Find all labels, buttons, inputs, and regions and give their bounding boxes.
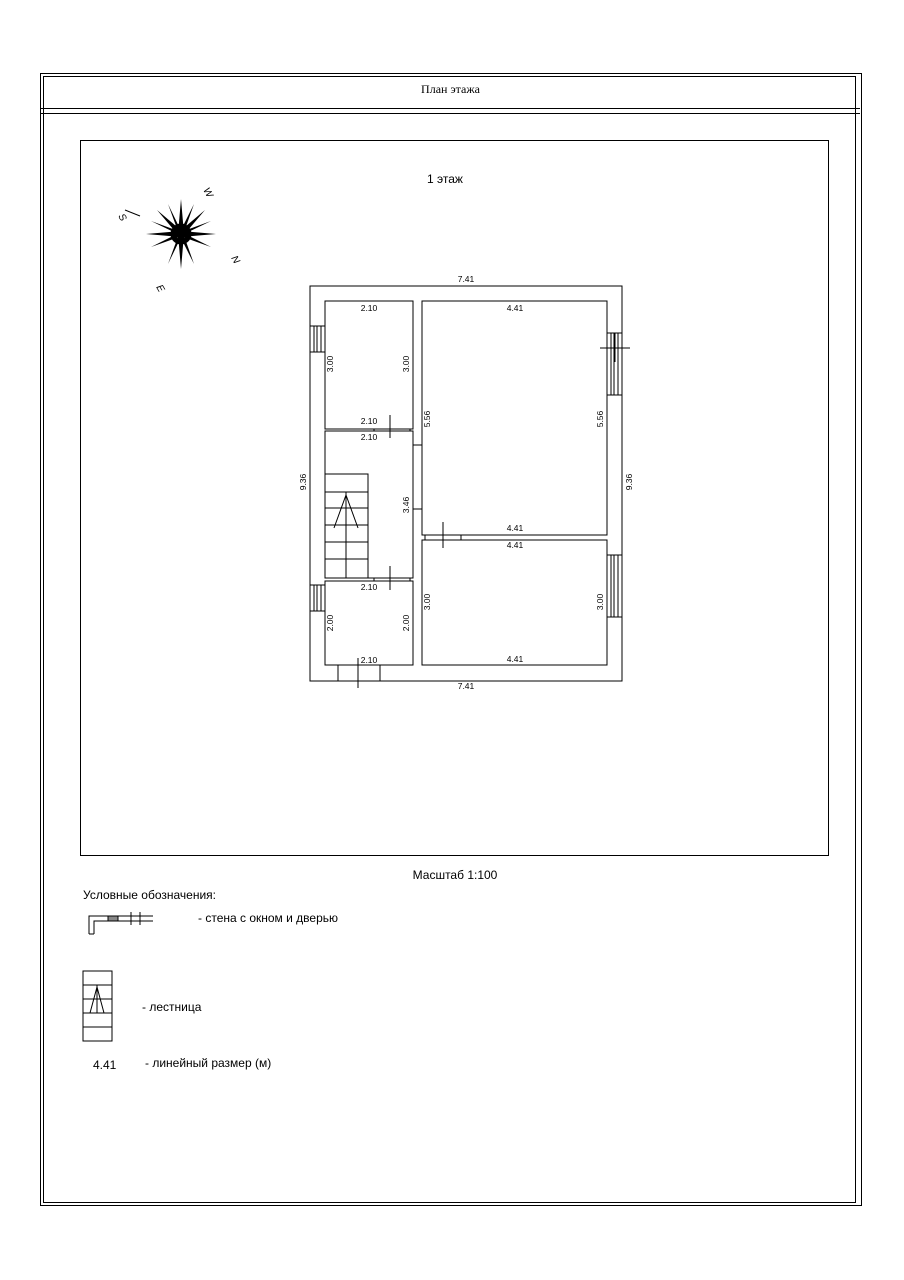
dim-room4-top: 4.41 (507, 540, 524, 550)
page-title: План этажа (421, 82, 480, 96)
legend-dim-sample: 4.41 (93, 1058, 117, 1072)
scale-label: Масштаб 1:100 (412, 868, 498, 882)
door-right-top (600, 333, 630, 362)
stairs (324, 473, 369, 579)
dim-room3-bottom: 2.10 (361, 655, 378, 665)
compass-e-label: E (153, 283, 166, 295)
entrance-door (337, 658, 381, 688)
floor-label: 1 этаж (427, 172, 463, 186)
dim-left-total: 9.36 (298, 473, 308, 490)
compass-n-label: N (228, 254, 242, 266)
dim-room4-bottom: 4.41 (507, 654, 524, 664)
dim-hall-right: 3.46 (401, 496, 411, 513)
dim-hall-bottom: 2.10 (361, 582, 378, 592)
dim-room3-left: 2.00 (325, 614, 335, 631)
dim-room4-left: 3.00 (422, 593, 432, 610)
legend-wall-text: - стена с окном и дверью (198, 911, 339, 925)
drawing-area (80, 140, 829, 856)
legend-title: Условные обозначения: (83, 888, 216, 902)
compass-arrow (124, 209, 141, 217)
hall-room (324, 430, 414, 579)
door-room1 (373, 415, 411, 438)
room-4 (421, 539, 608, 666)
dim-big-right: 5.56 (595, 410, 605, 427)
legend-stairs-text: - лестница (142, 1000, 202, 1014)
dim-room1-left: 3.00 (325, 355, 335, 372)
legend-wall-symbol (88, 912, 153, 935)
window-right-bottom (606, 554, 623, 618)
window-left-bottom (309, 584, 326, 612)
dim-big-top: 4.41 (507, 303, 524, 313)
dim-room1-top: 2.10 (361, 303, 378, 313)
outer-wall (309, 285, 623, 682)
compass-s-label: S (115, 212, 128, 224)
door-hall-bottom (373, 566, 411, 590)
compass-w-label: W (200, 186, 215, 201)
dim-room3-right: 2.00 (401, 614, 411, 631)
sheet-frame-outer (40, 73, 862, 1206)
dim-room1-right: 3.00 (401, 355, 411, 372)
dim-room1-bottom: 2.10 (361, 416, 378, 426)
legend-stairs-symbol (82, 970, 113, 1042)
dim-room4-right: 3.00 (595, 593, 605, 610)
door-hall-to-big (412, 444, 423, 510)
door-big-room (424, 522, 462, 548)
big-room (421, 300, 608, 536)
room-1 (324, 300, 414, 430)
title-divider-2 (41, 113, 860, 114)
dim-right-total: 9.36 (624, 473, 634, 490)
dim-big-left: 5.56 (422, 410, 432, 427)
dim-bottom-total: 7.41 (458, 681, 475, 691)
dim-big-bottom: 4.41 (507, 523, 524, 533)
sheet-frame-inner (43, 76, 856, 1203)
legend-dim-text: - линейный размер (м) (145, 1056, 272, 1070)
compass-rays (146, 199, 216, 269)
window-left-top (309, 325, 326, 353)
dim-hall-top: 2.10 (361, 432, 378, 442)
room-3 (324, 580, 414, 666)
title-divider (41, 108, 860, 109)
dim-top-total: 7.41 (458, 274, 475, 284)
